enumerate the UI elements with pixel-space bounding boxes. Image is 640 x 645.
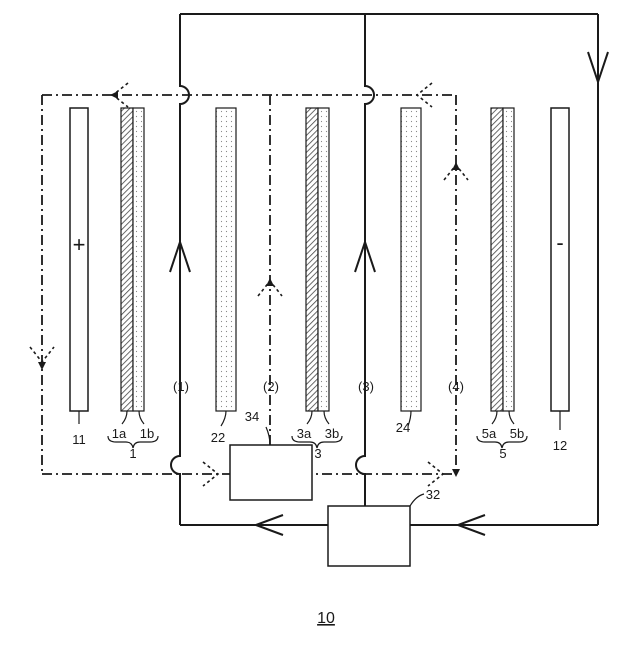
ref-label-5: 5 (499, 446, 506, 461)
vertical-line-1 (171, 14, 189, 525)
channel-label-4: (4) (448, 379, 464, 394)
ref-label-1b: 1b (140, 426, 154, 441)
ref-label-5b: 5b (510, 426, 524, 441)
ref-label-3: 3 (314, 446, 321, 461)
spacer-22 (216, 108, 236, 411)
ref-label-11: 11 (72, 432, 86, 447)
ref-label-32: 32 (426, 487, 440, 502)
box-32 (328, 506, 410, 566)
membrane-1 (121, 108, 144, 411)
channel-label-3: (3) (358, 379, 374, 394)
ref-label-24: 24 (396, 420, 410, 435)
ref-label-3a: 3a (297, 426, 312, 441)
cathode-plate (551, 108, 569, 411)
membrane-5 (491, 108, 514, 411)
channel-label-1: (1) (173, 379, 189, 394)
ref-label-3b: 3b (325, 426, 339, 441)
ref-label-34: 34 (245, 409, 259, 424)
membrane-3 (306, 108, 329, 411)
channel-label-2: (2) (263, 379, 279, 394)
anode-sign: + (73, 232, 86, 257)
ref-label-12: 12 (553, 438, 567, 453)
figure-number: 10 (317, 610, 335, 627)
box-34 (230, 445, 312, 500)
spacer-24 (401, 108, 421, 411)
ref-label-1a: 1a (112, 426, 127, 441)
ref-label-22: 22 (211, 430, 225, 445)
ref-label-5a: 5a (482, 426, 497, 441)
anode-plate (70, 108, 88, 411)
ref-label-1: 1 (129, 446, 136, 461)
cathode-sign: - (556, 230, 563, 255)
